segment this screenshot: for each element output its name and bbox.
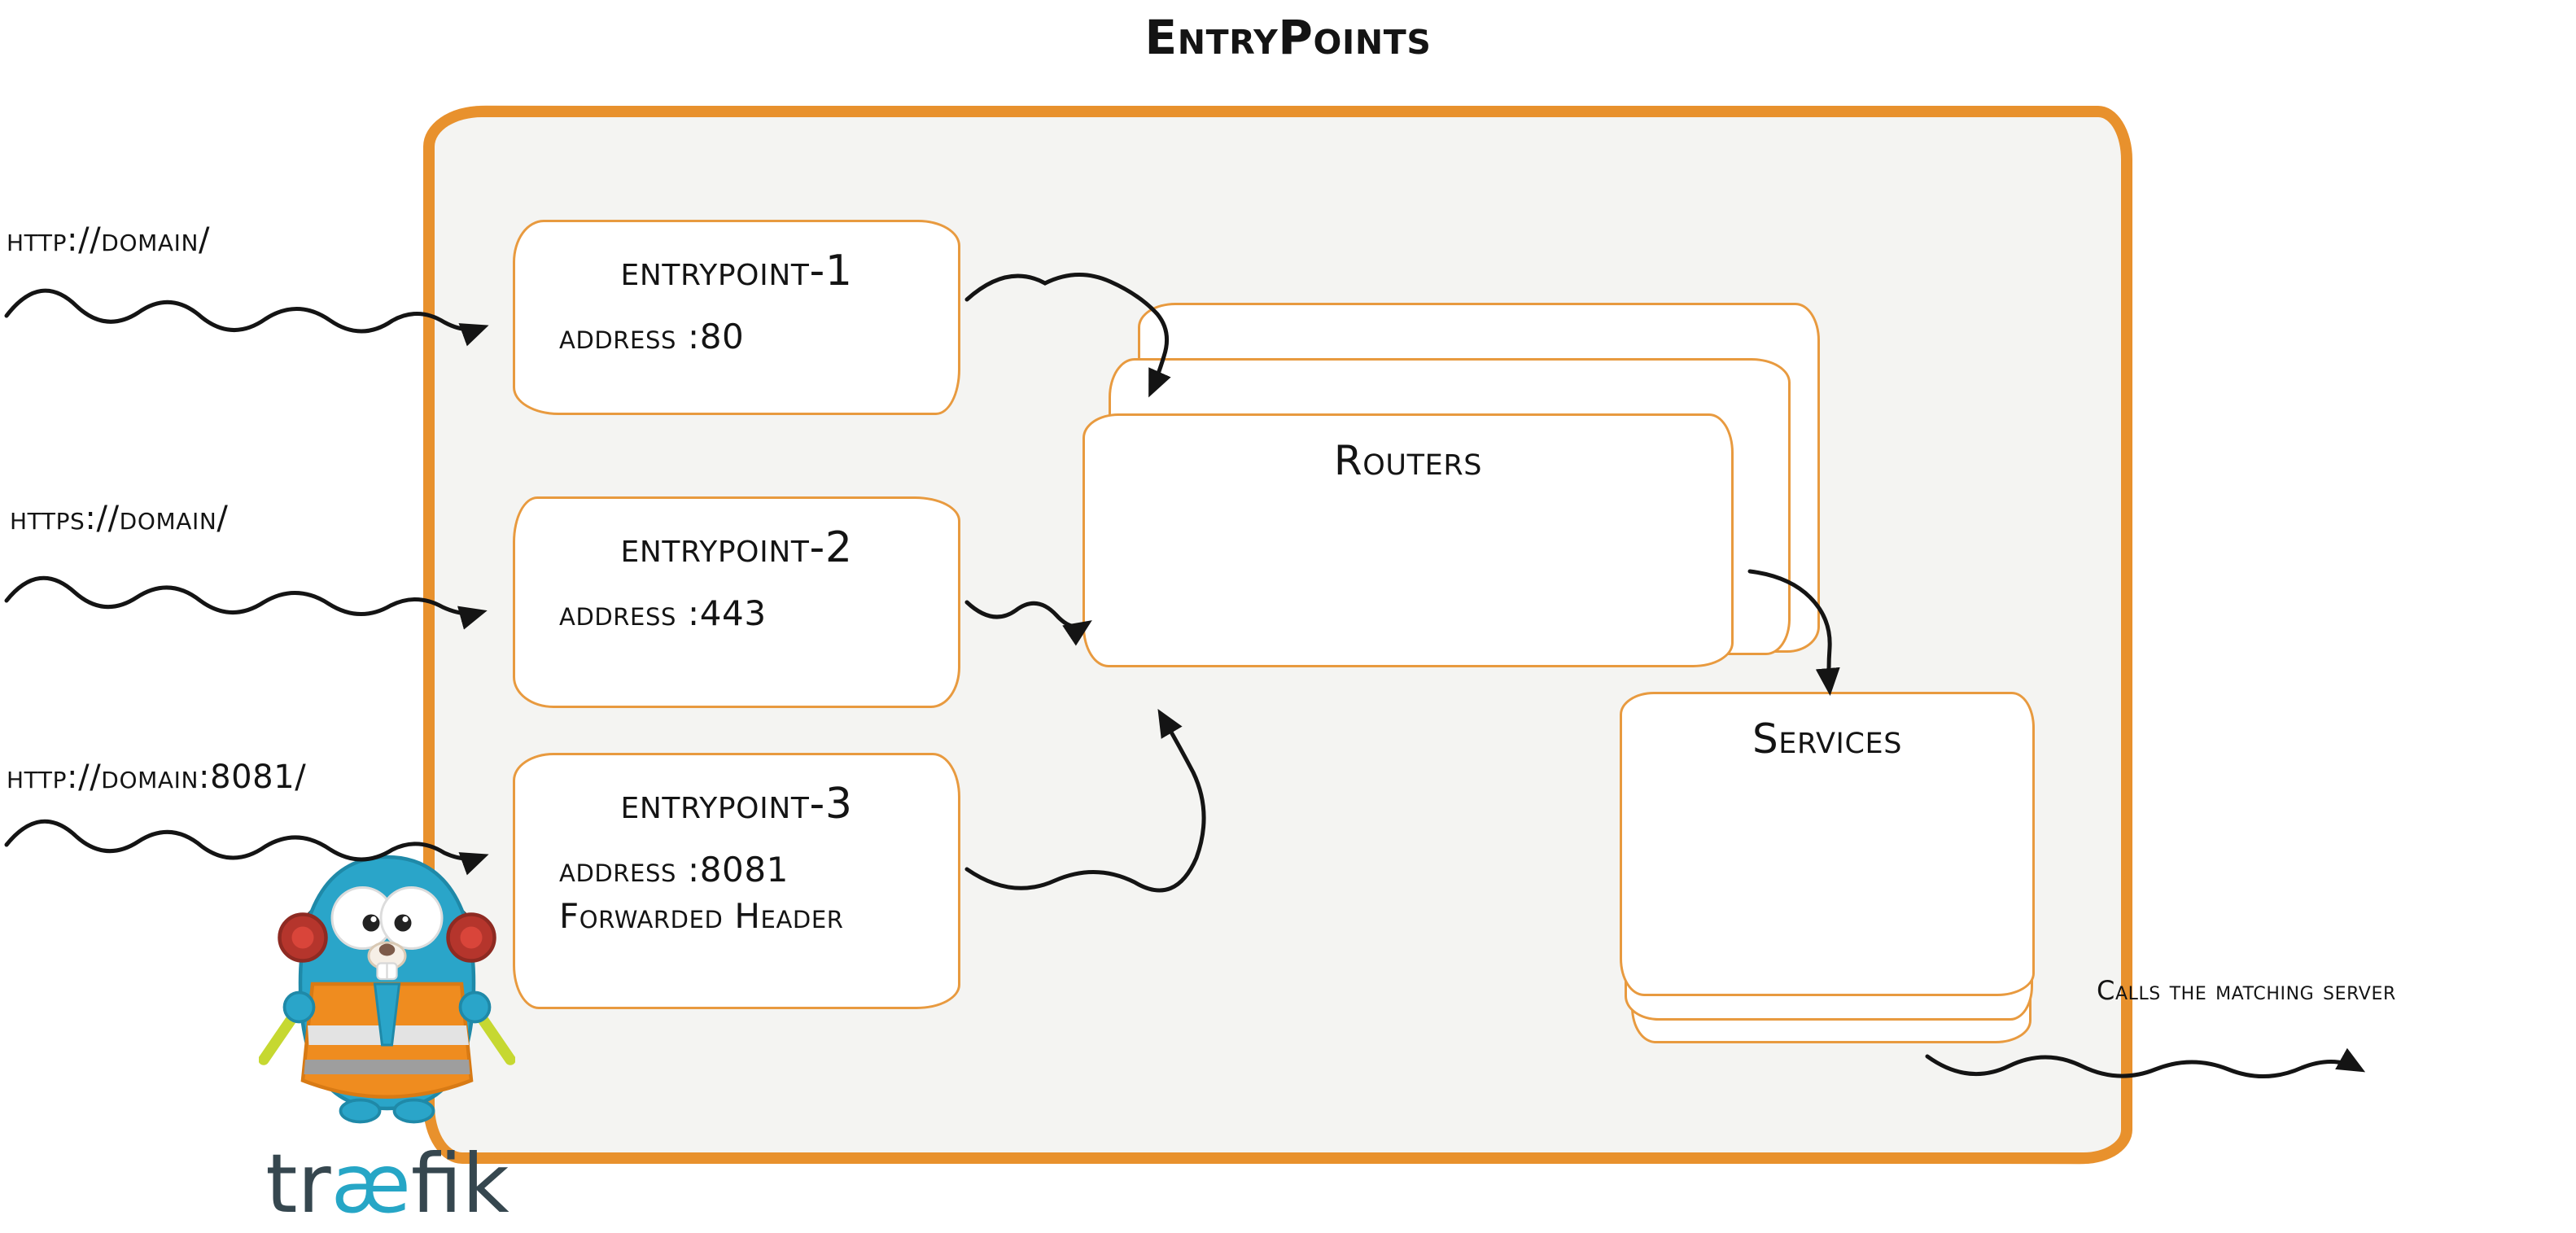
wordmark-part-tr: tr	[265, 1136, 331, 1231]
request-label-http-domain-8081: http://domain:8081/	[7, 759, 307, 796]
routers-label: Routers	[1333, 437, 1483, 484]
diagram-title: EntryPoints	[1144, 10, 1432, 65]
exit-caption: Calls the matching server	[2097, 975, 2396, 1006]
ear-cup-left-inner	[291, 926, 314, 949]
nose	[378, 943, 396, 956]
arrow-request-2	[4, 575, 488, 630]
request-label-http-domain: http://domain/	[7, 221, 211, 259]
entrypoint-2-box: entrypoint-2 address :443	[513, 496, 960, 708]
entrypoint-3-forwarded-header: Forwarded Header	[559, 896, 844, 936]
pupil-right-glint	[402, 916, 409, 923]
eye-right	[379, 886, 444, 950]
pupil-right	[394, 914, 412, 932]
baton-left	[259, 1008, 301, 1065]
wordmark-part-fik: fik	[410, 1136, 510, 1231]
request-label-https-domain: https://domain/	[10, 500, 229, 537]
vest-opening	[373, 982, 401, 1047]
services-box: Services	[1620, 692, 2035, 996]
vest-stripe-dark	[304, 1060, 470, 1074]
pupil-left	[362, 914, 380, 932]
arrow-request-1	[4, 288, 489, 347]
entrypoint-3-box: entrypoint-3 address :8081 Forwarded Hea…	[513, 753, 960, 1009]
entrypoint-3-address: address :8081	[559, 850, 789, 890]
entrypoint-2-address: address :443	[559, 593, 767, 633]
ear-cup-right-inner	[460, 926, 483, 949]
services-label: Services	[1752, 715, 1903, 763]
pupil-left-glint	[370, 916, 377, 923]
wordmark-part-ae: æ	[330, 1136, 411, 1231]
foot-right	[392, 1098, 435, 1124]
arm-right	[458, 990, 492, 1024]
entrypoint-2-name: entrypoint-2	[620, 523, 853, 572]
entrypoint-1-box: entrypoint-1 address :80	[513, 220, 960, 415]
baton-right	[473, 1008, 515, 1065]
entrypoint-1-address: address :80	[559, 317, 745, 356]
entrypoint-1-name: entrypoint-1	[620, 247, 853, 295]
arm-left	[282, 990, 316, 1024]
traefik-wordmark: træfik	[257, 1136, 518, 1231]
traefik-gopher-icon	[259, 855, 515, 1124]
entrypoint-3-name: entrypoint-3	[620, 780, 853, 829]
foot-left	[339, 1098, 382, 1124]
routers-box: Routers	[1082, 413, 1734, 667]
